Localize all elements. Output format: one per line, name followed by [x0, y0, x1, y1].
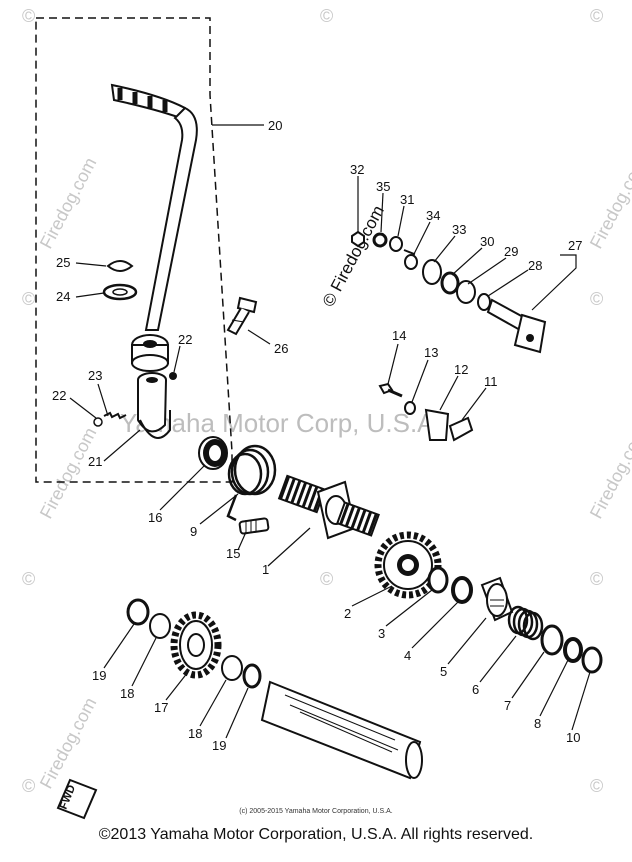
watermark-text: Firedog.com [36, 424, 101, 522]
callout-23: 23 [88, 368, 102, 383]
watermark-icon: © [22, 289, 35, 309]
callout-27: 27 [568, 238, 582, 253]
callout-28: 28 [528, 258, 542, 273]
callout-30: 30 [480, 234, 494, 249]
callout-25: 25 [56, 255, 70, 270]
callout-24: 24 [56, 289, 70, 304]
kick-lever [110, 83, 198, 372]
spring [103, 411, 127, 420]
callout-3: 3 [378, 626, 385, 641]
callout-4: 4 [404, 648, 411, 663]
callout-16: 16 [148, 510, 162, 525]
watermark-icon: © [590, 776, 603, 796]
washer [149, 613, 171, 639]
callout-33: 33 [452, 222, 466, 237]
watermark-text: Firedog.com [36, 154, 101, 252]
watermark-firedog: © Firedog.com [319, 202, 388, 310]
callout-2: 2 [344, 606, 351, 621]
watermark-icon: © [590, 569, 603, 589]
watermark-text: Firedog.com [36, 694, 101, 792]
torsion-spring [226, 444, 277, 522]
circlip [106, 260, 134, 272]
bolt [226, 296, 258, 336]
callout-10: 10 [566, 730, 580, 745]
callout-22: 22 [178, 332, 192, 347]
kick-axle [277, 474, 380, 540]
watermark-icon: © [22, 776, 35, 796]
callouts: 20 32 35 31 34 33 30 29 28 27 25 24 26 2… [52, 118, 582, 753]
callout-1: 1 [262, 562, 269, 577]
watermark-text: Firedog.com [586, 424, 632, 522]
watermark-layer: © © © © © © © © © © Firedog.com Firedog.… [22, 6, 632, 796]
callout-13: 13 [424, 345, 438, 360]
pin [238, 517, 270, 535]
washer [540, 624, 564, 656]
callout-21: 21 [88, 454, 102, 469]
kick-boss [137, 372, 171, 439]
callout-18: 18 [120, 686, 134, 701]
callout-20: 20 [268, 118, 282, 133]
callout-34: 34 [426, 208, 440, 223]
callout-17: 17 [154, 700, 168, 715]
footer-copyright: ©2013 Yamaha Motor Corporation, U.S.A. A… [98, 826, 534, 843]
callout-22-lower: 22 [52, 388, 66, 403]
callout-32: 32 [350, 162, 364, 177]
callout-7: 7 [504, 698, 511, 713]
callout-14: 14 [392, 328, 406, 343]
main-shaft [260, 680, 423, 780]
washer [451, 576, 473, 604]
ball [169, 372, 177, 380]
callout-5: 5 [440, 664, 447, 679]
watermark-text: Firedog.com [586, 154, 632, 252]
callout-19: 19 [92, 668, 106, 683]
callout-29: 29 [504, 244, 518, 259]
watermark-icon: © [320, 6, 333, 26]
oil-seal [198, 436, 228, 470]
washer [221, 655, 243, 681]
callout-31: 31 [400, 192, 414, 207]
watermark-icon: © [22, 6, 35, 26]
watermark-icon: © [590, 289, 603, 309]
idle-gear [170, 611, 222, 679]
ratchet-spring [507, 605, 544, 641]
callout-19-lower: 19 [212, 738, 226, 753]
circlip [581, 646, 603, 674]
watermark-icon: © [590, 6, 603, 26]
assembly-boundary [35, 17, 233, 483]
callout-6: 6 [472, 682, 479, 697]
watermark-yamaha: Yamaha Motor Corp, U.S.A. [120, 408, 442, 438]
callout-15: 15 [226, 546, 240, 561]
kick-guide-assembly [351, 230, 547, 354]
circlip [126, 598, 150, 626]
callout-26: 26 [274, 341, 288, 356]
diagram-copyright: (c) 2005-2015 Yamaha Motor Corporation, … [239, 808, 393, 815]
kick-gear [374, 531, 442, 599]
callout-12: 12 [454, 362, 468, 377]
callout-35: 35 [376, 179, 390, 194]
callout-11: 11 [484, 374, 498, 389]
callout-18-lower: 18 [188, 726, 202, 741]
watermark-icon: © [22, 569, 35, 589]
circlip [242, 663, 262, 689]
stopper-plate-assembly [378, 382, 474, 442]
washer [563, 637, 583, 663]
leader-lines [69, 124, 591, 739]
washer [427, 566, 449, 594]
ball [93, 417, 103, 427]
callout-8: 8 [534, 716, 541, 731]
watermark-icon: © [320, 569, 333, 589]
callout-9: 9 [190, 524, 197, 539]
ratchet [480, 576, 514, 622]
